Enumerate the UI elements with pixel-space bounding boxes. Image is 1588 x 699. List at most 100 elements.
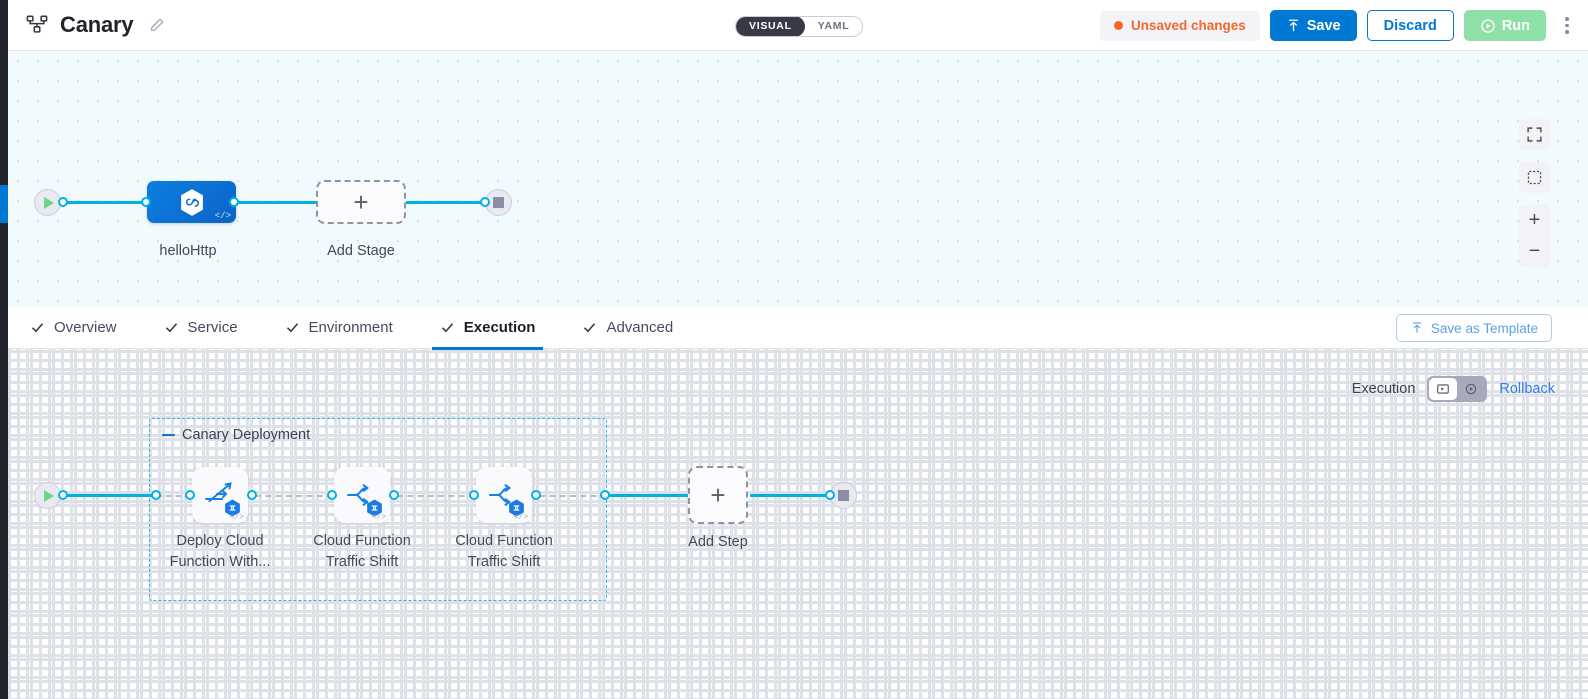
tab-label: Execution bbox=[463, 319, 536, 336]
execution-icon bbox=[1437, 384, 1450, 394]
step-code-badge: </> bbox=[229, 513, 244, 522]
edge-start-to-stage bbox=[60, 201, 155, 204]
tab-service[interactable]: Service bbox=[164, 307, 238, 349]
edge-group-to-addstep bbox=[608, 494, 688, 497]
add-stage-button[interactable]: + bbox=[316, 180, 406, 224]
tab-advanced[interactable]: Advanced bbox=[582, 307, 673, 349]
status-badge-unsaved: Unsaved changes bbox=[1099, 10, 1260, 41]
rollback-view-button[interactable] bbox=[1457, 378, 1485, 400]
port-exec-start-out[interactable] bbox=[58, 490, 68, 500]
port-step1-out[interactable] bbox=[247, 490, 257, 500]
step-node-traffic-shift-1[interactable]: </> bbox=[334, 467, 390, 523]
left-nav-rail bbox=[0, 0, 8, 699]
toggle-option-yaml[interactable]: YAML bbox=[817, 20, 850, 32]
add-stage-caption: Add Stage bbox=[327, 243, 395, 259]
edge-group-out bbox=[539, 495, 607, 497]
port-group-in[interactable] bbox=[151, 490, 161, 500]
header-left: Canary bbox=[8, 12, 165, 38]
step-group-canary-deployment[interactable]: Canary Deployment bbox=[149, 418, 607, 601]
kebab-menu-icon[interactable] bbox=[1556, 11, 1578, 41]
port-step1-in[interactable] bbox=[185, 490, 195, 500]
execution-label: Execution bbox=[1351, 381, 1416, 397]
port-exec-end-in[interactable] bbox=[825, 490, 835, 500]
marquee-select-icon bbox=[1527, 170, 1542, 185]
traffic-shift-icon bbox=[489, 484, 511, 506]
port-step2-out[interactable] bbox=[389, 490, 399, 500]
step-caption-2: Cloud Function Traffic Shift bbox=[313, 533, 411, 571]
pencil-icon[interactable] bbox=[149, 17, 165, 33]
port-step2-in[interactable] bbox=[327, 490, 337, 500]
header-actions: Unsaved changes Save Discard Run bbox=[1099, 0, 1578, 51]
zoom-in-button[interactable]: + bbox=[1528, 209, 1541, 231]
fit-to-screen-button[interactable] bbox=[1519, 119, 1550, 150]
selection-box-button[interactable] bbox=[1519, 162, 1550, 193]
edge-exec-start bbox=[60, 494, 152, 497]
add-step-caption: Add Step bbox=[688, 534, 748, 550]
tab-execution[interactable]: Execution bbox=[431, 307, 544, 350]
harness-hexagon-badge bbox=[225, 499, 240, 517]
step-group-label-wrap: Canary Deployment bbox=[162, 427, 310, 443]
save-button[interactable]: Save bbox=[1269, 10, 1357, 41]
add-step-button[interactable]: + bbox=[688, 466, 748, 524]
edge-addstage-to-end bbox=[393, 201, 488, 204]
save-label: Save bbox=[1306, 17, 1341, 34]
save-as-template-button[interactable]: Save as Template bbox=[1395, 314, 1552, 342]
port-stage-in[interactable] bbox=[141, 197, 151, 207]
port-stage-out[interactable] bbox=[229, 197, 239, 207]
discard-button[interactable]: Discard bbox=[1366, 10, 1454, 41]
check-icon bbox=[441, 323, 453, 333]
port-end-in[interactable] bbox=[480, 197, 490, 207]
visual-yaml-toggle[interactable]: VISUAL YAML bbox=[735, 16, 864, 37]
expand-icon bbox=[1527, 127, 1542, 142]
check-icon bbox=[165, 323, 177, 333]
stage-canvas[interactable]: </> helloHttp + Add Stage bbox=[8, 51, 1588, 307]
port-step3-in[interactable] bbox=[469, 490, 479, 500]
app-header: Canary VISUAL YAML Unsaved changes Save bbox=[8, 0, 1588, 51]
zoom-controls: + − bbox=[1519, 205, 1550, 267]
stage-node-hellohttp[interactable]: </> bbox=[147, 181, 236, 223]
tab-label: Environment bbox=[308, 319, 393, 336]
step-code-badge: </> bbox=[371, 513, 386, 522]
deploy-function-icon bbox=[205, 482, 232, 502]
toggle-option-visual[interactable]: VISUAL bbox=[736, 17, 805, 36]
rollback-link[interactable]: Rollback bbox=[1499, 381, 1555, 397]
plus-icon: + bbox=[353, 187, 369, 217]
edge-step1-to-step2 bbox=[255, 495, 333, 497]
run-label: Run bbox=[1501, 17, 1530, 34]
execution-rollback-toggle[interactable] bbox=[1427, 376, 1488, 402]
port-group-out[interactable] bbox=[600, 490, 610, 500]
tab-label: Overview bbox=[54, 319, 117, 336]
step-code-badge: </> bbox=[513, 513, 528, 522]
tab-overview[interactable]: Overview bbox=[30, 307, 117, 349]
port-start-out[interactable] bbox=[58, 197, 68, 207]
pipeline-start-node[interactable] bbox=[34, 189, 61, 216]
tab-environment[interactable]: Environment bbox=[285, 307, 393, 349]
play-icon bbox=[44, 489, 54, 502]
check-icon bbox=[286, 323, 298, 333]
pipeline-icon bbox=[26, 14, 48, 36]
tab-label: Service bbox=[187, 319, 238, 336]
edge-stage-to-addstage bbox=[223, 201, 333, 204]
edge-group-in bbox=[156, 495, 191, 497]
execution-canvas[interactable]: Execution Rollback bbox=[8, 349, 1588, 699]
stage-code-badge: </> bbox=[214, 211, 231, 221]
step-group-label: Canary Deployment bbox=[182, 427, 311, 443]
canvas-controls: + − bbox=[1519, 119, 1550, 267]
play-circle-icon bbox=[1481, 18, 1495, 33]
step-node-deploy-cloud-function[interactable]: </> bbox=[192, 467, 248, 523]
zoom-out-button[interactable]: − bbox=[1528, 240, 1541, 262]
collapse-icon[interactable] bbox=[162, 433, 175, 437]
port-step3-out[interactable] bbox=[531, 490, 541, 500]
execution-view-button[interactable] bbox=[1429, 378, 1458, 400]
check-icon bbox=[31, 323, 44, 333]
step-node-traffic-shift-2[interactable]: </> bbox=[476, 467, 532, 523]
edge-step2-to-step3 bbox=[397, 495, 475, 497]
execution-start-node[interactable] bbox=[34, 482, 61, 509]
step-caption-1: Deploy Cloud Function With... bbox=[169, 533, 271, 571]
tab-label: Advanced bbox=[606, 319, 674, 336]
harness-hexagon-badge bbox=[509, 499, 524, 517]
stop-icon bbox=[838, 490, 849, 501]
run-button[interactable]: Run bbox=[1463, 10, 1546, 41]
save-as-template-label: Save as Template bbox=[1430, 320, 1538, 336]
